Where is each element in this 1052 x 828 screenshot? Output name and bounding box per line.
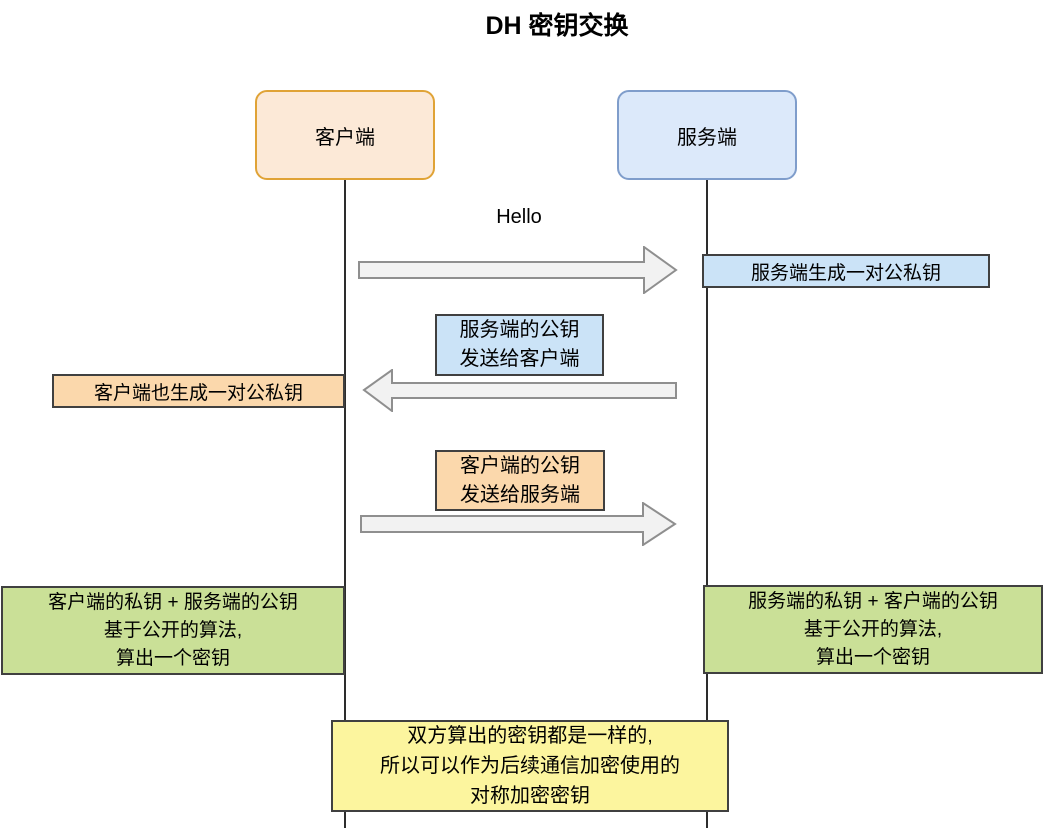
note-shared-symmetric-key: 双方算出的密钥都是一样的, 所以可以作为后续通信加密使用的 对称加密密钥 <box>331 720 729 812</box>
hello-message-label: Hello <box>496 206 542 228</box>
actor-server: 服务端 <box>617 90 797 180</box>
actor-server-label: 服务端 <box>677 126 737 149</box>
diagram-title: DH 密钥交换 <box>485 12 629 40</box>
note-client-generates-keypair: 客户端也生成一对公私钥 <box>52 374 345 408</box>
note-client-computes-key: 客户端的私钥 + 服务端的公钥 基于公开的算法, 算出一个密钥 <box>1 586 345 675</box>
server-lifeline <box>706 180 708 828</box>
server-pubkey-arrow-left-icon <box>362 369 677 412</box>
client-pubkey-arrow-right-icon <box>360 502 677 546</box>
note-server-generates-keypair: 服务端生成一对公私钥 <box>702 254 990 288</box>
note-server-computes-key: 服务端的私钥 + 客户端的公钥 基于公开的算法, 算出一个密钥 <box>703 585 1043 674</box>
actor-client-label: 客户端 <box>315 126 375 149</box>
client-lifeline <box>344 180 346 828</box>
actor-client: 客户端 <box>255 90 435 180</box>
client-pubkey-message-label: 客户端的公钥 发送给服务端 <box>435 450 605 511</box>
hello-arrow-right-icon <box>358 246 678 294</box>
server-pubkey-message-label: 服务端的公钥 发送给客户端 <box>435 314 604 376</box>
